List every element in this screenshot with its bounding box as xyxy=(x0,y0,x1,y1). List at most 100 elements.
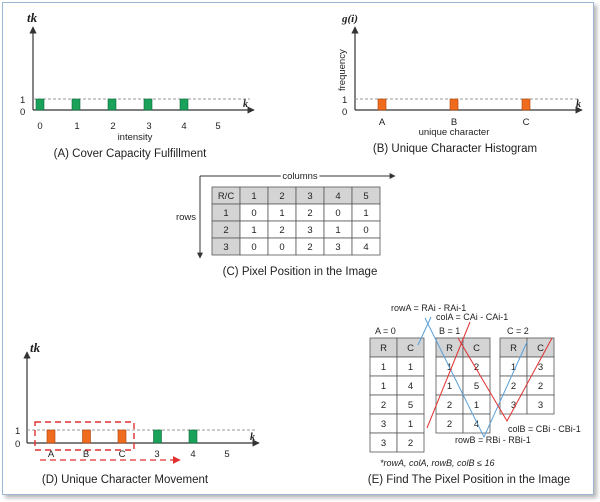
panel-b-bar xyxy=(377,98,387,111)
panel-a-bar xyxy=(179,98,189,111)
panel-e-table-1-cell: 1 xyxy=(474,400,479,411)
panel-d-x-tick-3: 3 xyxy=(154,449,159,460)
panel-e-red-line-a xyxy=(426,321,471,429)
panel-e-table-1-cell: 2 xyxy=(447,419,452,430)
panel-a-x-symbol: k xyxy=(243,99,248,110)
panel-c-table-cell: 2 xyxy=(223,225,228,236)
panel-b-y-label: g(i) xyxy=(341,13,358,25)
panel-c-table-cell: 2 xyxy=(279,225,284,236)
panel-e-table-1-cell: 2 xyxy=(447,400,452,411)
panel-e-table-0-cell: 1 xyxy=(381,362,386,373)
panel-e-table-1-cell: 4 xyxy=(474,419,479,430)
panel-e-blue-line-a xyxy=(417,316,432,346)
panel-e-table-0-cell: 2 xyxy=(381,400,386,411)
panel-c-table-cell: 3 xyxy=(335,242,340,253)
panel-e-table-a-label: A = 0 xyxy=(375,326,396,336)
panel-a-x-tick-1: 1 xyxy=(74,121,79,132)
panel-c-table-cell: 2 xyxy=(307,208,312,219)
panel-d-bar xyxy=(153,429,162,444)
panel-e-table-0-cell: 4 xyxy=(408,381,413,392)
panel-a-bar xyxy=(71,98,81,111)
panel-a-bar xyxy=(143,98,153,111)
panel-c-table-cell: 3 xyxy=(223,242,228,253)
panel-d-x-tick-5: 5 xyxy=(224,449,229,460)
panel-b-x-tick-0: A xyxy=(379,117,386,128)
panel-a-y-tick-1: 1 xyxy=(20,95,25,106)
panel-b-x-tick-2: C xyxy=(523,117,530,128)
panel-e-table-2-cell: 3 xyxy=(538,362,543,373)
panel-e-footnote: *rowA, colA, rowB, colB ≤ 16 xyxy=(380,458,494,468)
panel-c-table-cell: 1 xyxy=(223,208,228,219)
panel-c-table-header-cell: R/C xyxy=(218,191,235,202)
panel-d-y-tick-0: 0 xyxy=(15,439,20,450)
panel-c-columns-label: columns xyxy=(282,171,318,182)
panel-d: tk k 1 0 A B C 3 4 5 (D) Unique Characte… xyxy=(15,340,260,486)
panel-c-table-cell: 0 xyxy=(251,208,256,219)
panel-e-table-2-cell: 2 xyxy=(538,381,543,392)
panel-c-table-cell: 0 xyxy=(335,208,340,219)
panel-d-x-tick-2: C xyxy=(119,449,126,460)
panel-b: g(i) frequency k 1 0 A B C unique charac… xyxy=(337,13,583,155)
panel-d-bar xyxy=(117,429,127,444)
panel-e-table-0-cell: 2 xyxy=(408,438,413,449)
panel-b-y-tick-0: 0 xyxy=(342,107,347,118)
panel-e-table-0-cell: 5 xyxy=(408,400,413,411)
panel-e-caption: (E) Find The Pixel Position in the Image xyxy=(368,474,570,486)
panel-c-table-cell: 1 xyxy=(363,208,368,219)
panel-b-bar xyxy=(521,98,531,111)
panel-d-x-symbol: k xyxy=(250,432,255,443)
panel-e-table-2-cell: 2 xyxy=(511,381,516,392)
panel-b-x-label: unique character xyxy=(419,127,490,138)
panel-e: rowA = RAi - RAi-1 colA = CAi - CAi-1 A … xyxy=(368,303,581,486)
panel-c-table-cell: 0 xyxy=(363,225,368,236)
panel-d-x-tick-4: 4 xyxy=(190,449,195,460)
panel-c-table-header-cell: 3 xyxy=(307,191,312,202)
panel-e-table-2-cell-bg xyxy=(526,394,555,415)
panel-e-table-0-header-cell: R xyxy=(380,343,387,354)
panel-e-table-1-header-cell: R xyxy=(446,343,453,354)
panel-e-table-0-cell: 3 xyxy=(381,419,386,430)
panel-e-table-c-label: C = 2 xyxy=(507,326,529,336)
panel-e-blue-line-b xyxy=(424,317,528,439)
panel-a-bar xyxy=(35,98,45,111)
panel-e-table-1-cell: 2 xyxy=(474,362,479,373)
panel-d-x-tick-0: A xyxy=(48,449,55,460)
panel-c-caption: (C) Pixel Position in the Image xyxy=(223,266,378,278)
panel-e-table-2-cell: 3 xyxy=(511,400,516,411)
panel-e-table-0-cell-bg xyxy=(396,432,425,453)
panel-b-caption: (B) Unique Character Histogram xyxy=(373,143,537,155)
panel-e-formula-rowa: rowA = RAi - RAi-1 xyxy=(391,303,466,313)
panel-c-table-header-cell: 2 xyxy=(279,191,284,202)
panel-e-table-0-header-cell: C xyxy=(407,343,414,354)
panel-e-table-0-cell: 1 xyxy=(408,362,413,373)
panel-d-x-tick-1: B xyxy=(83,449,89,460)
panel-d-caption: (D) Unique Character Movement xyxy=(42,474,209,486)
panel-e-table-1-cell: 5 xyxy=(474,381,479,392)
panel-c-table-cell: 0 xyxy=(251,242,256,253)
panel-e-formula-colb: colB = CBi - CBi-1 xyxy=(508,424,581,434)
panel-d-bar xyxy=(46,429,56,444)
panel-c-rows-label: rows xyxy=(176,212,196,223)
panel-a-x-tick-4: 4 xyxy=(181,121,186,132)
panel-b-x-tick-1: B xyxy=(451,117,457,128)
panel-a-caption: (A) Cover Capacity Fulfillment xyxy=(54,148,208,160)
panel-e-table-2-header-cell: C xyxy=(537,343,544,354)
panel-a-y-label: tk xyxy=(27,10,38,25)
panel-e-table-0-cell: 1 xyxy=(381,381,386,392)
panel-e-table-1-header-cell: C xyxy=(473,343,480,354)
panel-c-table-cell: 1 xyxy=(251,225,256,236)
panel-c-table-header-cell: 5 xyxy=(363,191,368,202)
panel-a-x-tick-5: 5 xyxy=(215,121,220,132)
panel-a-bar xyxy=(107,98,117,111)
panel-e-table-2-header-cell: R xyxy=(510,343,517,354)
panel-c-table-cell: 0 xyxy=(279,242,284,253)
panel-a-x-label: intensity xyxy=(118,132,153,143)
panel-e-formula-rowb: rowB = RBi - RBi-1 xyxy=(455,435,531,445)
panel-e-table-0-cell: 3 xyxy=(381,438,386,449)
panel-b-x-symbol: k xyxy=(576,99,581,110)
